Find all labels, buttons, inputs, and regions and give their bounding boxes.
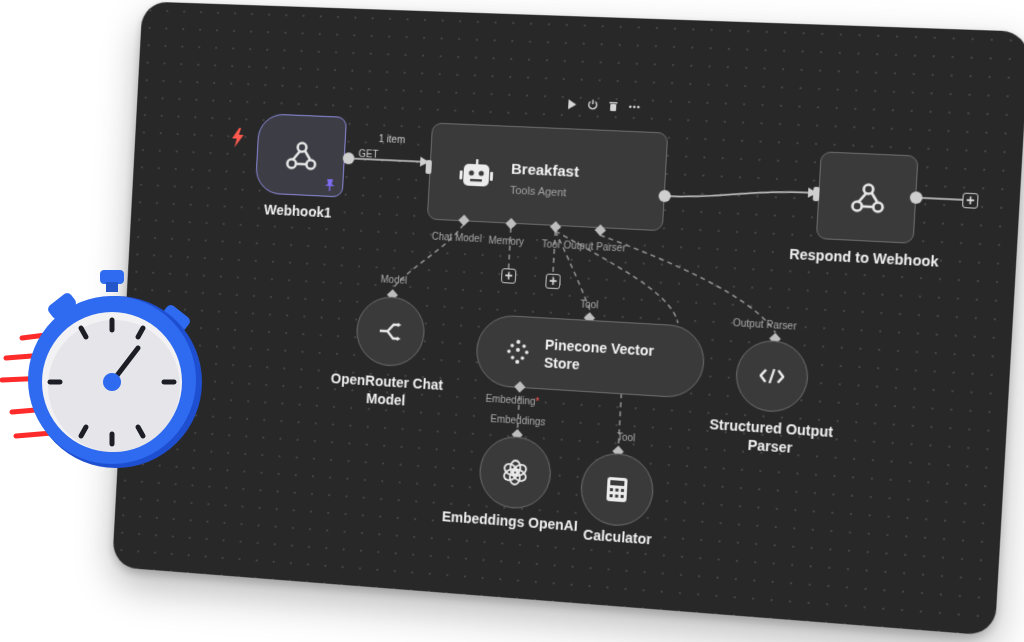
node-toolbar (567, 98, 641, 112)
code-icon (735, 340, 809, 413)
edge-agent-respond (665, 186, 810, 203)
tool-handle-label: Tool (541, 239, 561, 252)
more-icon[interactable] (628, 101, 641, 113)
edge-tool-add (552, 230, 556, 274)
respond-input-handle[interactable] (812, 186, 820, 202)
required-indicator: * (535, 396, 540, 409)
calculator-icon (580, 452, 654, 527)
connection-method: GET (358, 148, 379, 161)
pin-icon (324, 178, 335, 196)
pinecone-title-line2: Store (543, 354, 581, 373)
workflow-canvas[interactable]: GET 1 item Webhook1 Breakfast Tools Agen… (112, 1, 1024, 636)
parser-node[interactable] (734, 338, 810, 414)
memory-handle-label: Memory (488, 235, 525, 249)
respond-node[interactable] (815, 151, 920, 245)
agent-node-title: Breakfast (510, 160, 580, 181)
pinecone-input-label: Tool (579, 299, 599, 312)
webhook-node[interactable] (254, 113, 347, 198)
robot-icon (457, 154, 496, 193)
openrouter-icon (356, 296, 426, 367)
calculator-input-label: Tool (616, 432, 636, 445)
pinecone-icon (502, 336, 533, 368)
add-tool-button[interactable]: + (545, 273, 561, 290)
trash-icon[interactable] (608, 100, 619, 112)
edge-respond-add (916, 198, 962, 200)
add-memory-button[interactable]: + (500, 267, 517, 284)
connection-item-count: 1 item (378, 134, 406, 147)
trigger-bolt-icon (230, 127, 245, 153)
pinecone-node[interactable]: Pinecone Vector Store (474, 313, 707, 400)
openrouter-input-label: Model (380, 274, 408, 287)
chat-model-handle-label: Chat Model (431, 231, 483, 246)
stopwatch-illustration (0, 262, 215, 482)
power-icon[interactable] (587, 99, 599, 110)
agent-node[interactable]: Breakfast Tools Agent (426, 122, 669, 232)
embeddings-node[interactable] (477, 434, 553, 511)
calculator-node[interactable] (578, 451, 656, 529)
webhook-icon (817, 152, 920, 245)
agent-node-subtitle: Tools Agent (509, 184, 567, 200)
agent-input-handle[interactable] (425, 159, 432, 175)
openrouter-node[interactable] (354, 294, 427, 368)
openai-icon (479, 435, 552, 509)
play-icon[interactable] (567, 98, 578, 109)
add-next-node-button[interactable]: + (961, 192, 979, 209)
